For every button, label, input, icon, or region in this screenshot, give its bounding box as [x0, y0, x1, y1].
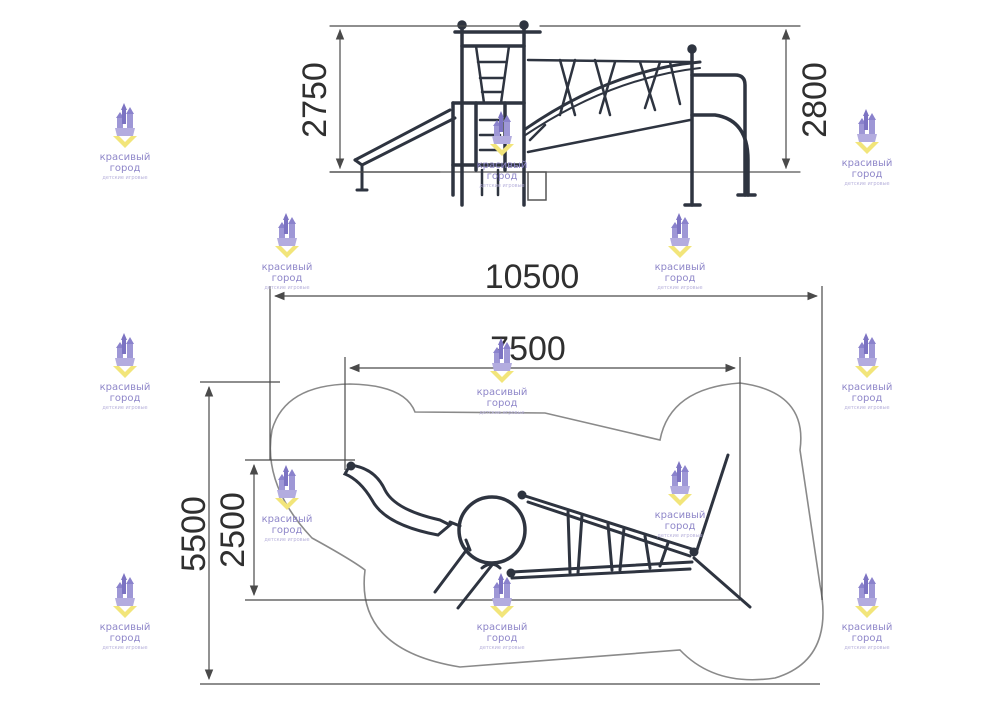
tower-frame	[451, 20, 542, 207]
safety-zone-outline	[269, 382, 824, 681]
width-dimension-lines	[269, 286, 823, 600]
slide	[353, 108, 457, 192]
equipment-depth-label: 2500	[214, 492, 252, 568]
plan-ladder-legs	[433, 538, 502, 610]
side-elevation-view	[329, 20, 801, 207]
plan-slide	[342, 461, 453, 537]
side-right-height-label: 2800	[796, 62, 834, 138]
side-dimension-lines	[329, 25, 801, 173]
footing-block	[527, 171, 547, 201]
plan-equipment	[342, 453, 752, 610]
depth-dimension-lines	[200, 381, 820, 685]
plan-climbing-net	[506, 490, 699, 580]
climbing-net	[522, 58, 702, 154]
plan-view	[200, 286, 824, 685]
equipment-width-label: 7500	[490, 330, 566, 368]
overall-width-label: 10500	[485, 258, 580, 296]
plan-tower-ring	[457, 495, 527, 565]
side-left-height-label: 2750	[296, 62, 334, 138]
plan-arch-bar	[692, 453, 752, 609]
arch-bar	[683, 44, 757, 207]
overall-depth-label: 5500	[175, 496, 213, 572]
